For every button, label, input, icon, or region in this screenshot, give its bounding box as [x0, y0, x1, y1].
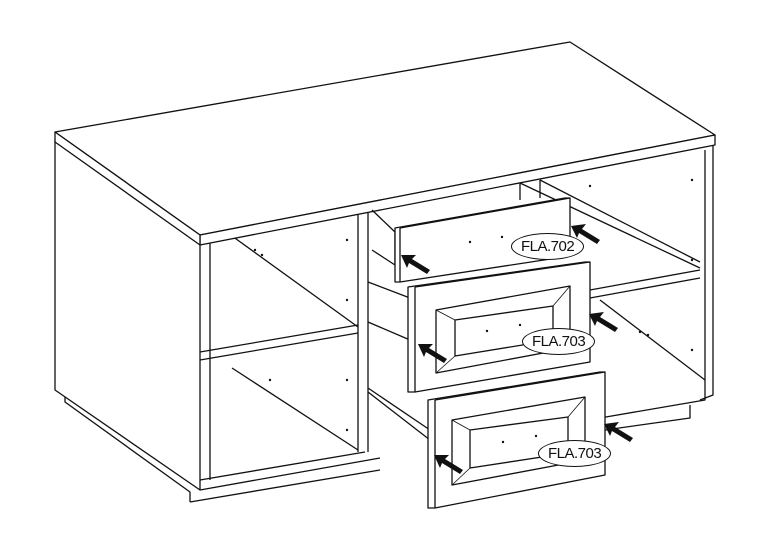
- part-label-fla-703-middle: FLA.703: [522, 328, 596, 355]
- drawer-middle: [367, 261, 591, 393]
- arrow-icon: [434, 455, 463, 474]
- part-label-fla-702: FLA.702: [511, 233, 585, 260]
- left-compartment: [199, 213, 369, 480]
- arrow-icons: [401, 224, 633, 474]
- part-label-fla-703-bottom: FLA.703: [538, 440, 612, 467]
- arrow-icon: [604, 422, 633, 442]
- arrow-icon: [571, 224, 600, 244]
- right-compartment: [519, 146, 714, 419]
- arrow-icon: [401, 255, 430, 274]
- top-panel: [54, 41, 716, 246]
- arrow-icon: [589, 312, 618, 332]
- arrow-icon: [418, 344, 447, 363]
